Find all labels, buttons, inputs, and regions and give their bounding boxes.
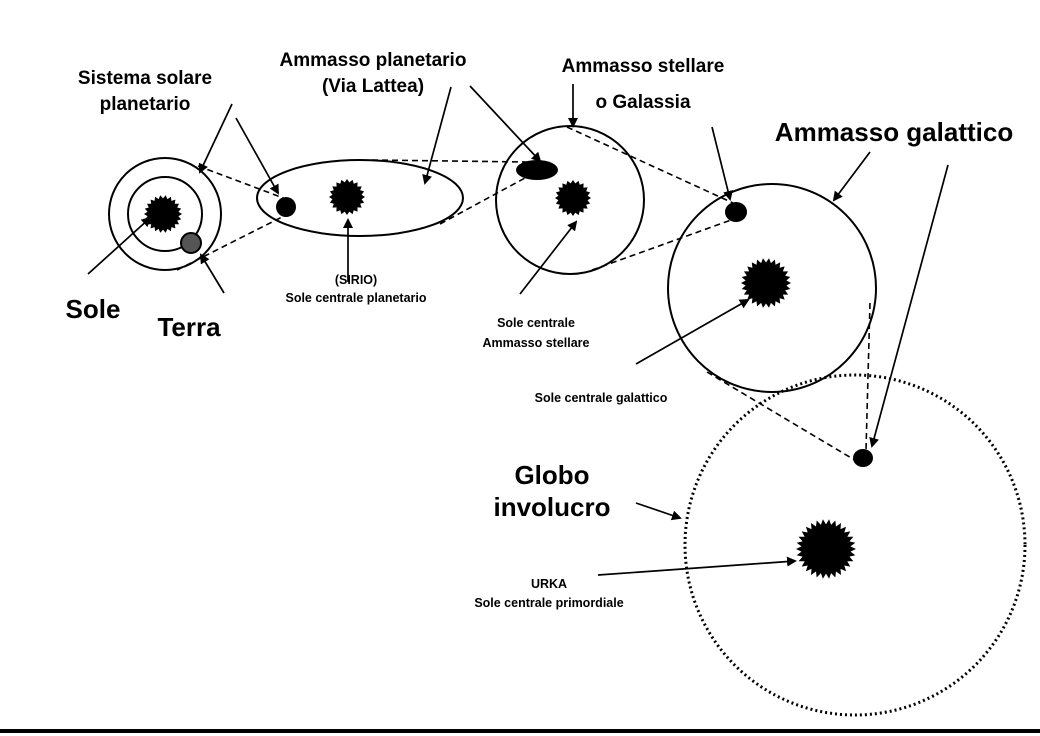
stellar-cluster [495,125,645,275]
galactic-cluster-circle [667,183,877,393]
enveloping-globe [683,373,1027,717]
label-ammasso-stellare-line1: Ammasso stellare [562,56,725,77]
globo-involucro-arrow [635,502,682,521]
galaxy-dot-icon [725,202,747,222]
ammasso-galattico-arrow [832,151,871,202]
projection-line [566,126,734,204]
sole-arrow [87,216,152,275]
labels: Sistema solare planetario Ammasso planet… [66,50,1014,610]
sun-star-icon [144,195,182,233]
label-ammasso-stellare-line2: o Galassia [595,92,690,113]
earth-planet-icon [180,232,202,254]
projection-line [706,371,859,463]
label-sistema-solare-line2: planetario [100,94,191,115]
solar-system-outer-orbit [108,157,222,271]
label-ammasso-planetario-line2: (Via Lattea) [322,76,424,97]
sistema-solare-dot-arrow [235,117,279,195]
label-sole-centrale-galattico: Sole centrale galattico [535,391,668,405]
label-sole-centrale-stellare-line1: Sole centrale [497,316,575,330]
ammasso-planetario-arrow [422,86,452,185]
label-urka-line1: URKA [531,577,567,591]
galassia-dot-arrow [711,126,733,201]
sistema-solare-arrow [198,103,233,174]
projection-line [591,218,735,271]
sole-centrale-galattico-arrow [635,299,750,365]
solar-system [108,157,222,271]
star-body [555,180,591,216]
enveloping-globe-circle [683,373,1027,717]
label-terra: Terra [157,312,221,342]
galactic-central-sun-icon [741,258,791,308]
projection-line [176,214,287,271]
star-body [329,179,365,215]
urka-primordial-sun-icon [796,519,856,579]
star-body [796,519,856,579]
sole-centrale-stellare-arrow [519,220,578,295]
planetary-cluster-blob-icon [516,160,558,180]
terra-arrow [199,253,225,294]
label-sole-centrale-stellare-line2: Ammasso stellare [482,336,589,350]
projection-lines [176,126,871,463]
label-sole: Sole [66,294,121,324]
galactic-cluster-dot-icon [853,449,873,467]
projection-line [371,159,529,163]
label-sirio-line2: Sole centrale planetario [285,291,426,305]
star-body [741,258,791,308]
sirius-star-icon [329,179,365,215]
stellar-central-sun-icon [555,180,591,216]
star-body [144,195,182,233]
label-ammasso-galattico: Ammasso galattico [775,117,1013,147]
label-ammasso-planetario-line1: Ammasso planetario [280,50,467,71]
label-sirio-line1: (SIRIO) [335,273,377,287]
solar-system-dot-icon [276,197,296,217]
label-sistema-solare-line1: Sistema solare [78,68,212,89]
galactic-cluster [667,183,877,393]
projection-line [197,165,287,200]
projection-line [439,177,526,225]
label-urka-line2: Sole centrale primordiale [474,596,623,610]
label-globo-involucro-line2: involucro [493,492,610,522]
projection-line [865,302,871,451]
ammasso-planetario-blob-arrow [469,85,542,163]
solar-system-inner-orbit [127,176,203,252]
label-globo-involucro-line1: Globo [514,460,589,490]
planetary-cluster [256,159,464,237]
pointer-arrows [87,84,949,576]
planetary-cluster-ellipse [256,159,464,237]
ammasso-galattico-dot-arrow [869,164,949,448]
urka-arrow [597,556,797,576]
